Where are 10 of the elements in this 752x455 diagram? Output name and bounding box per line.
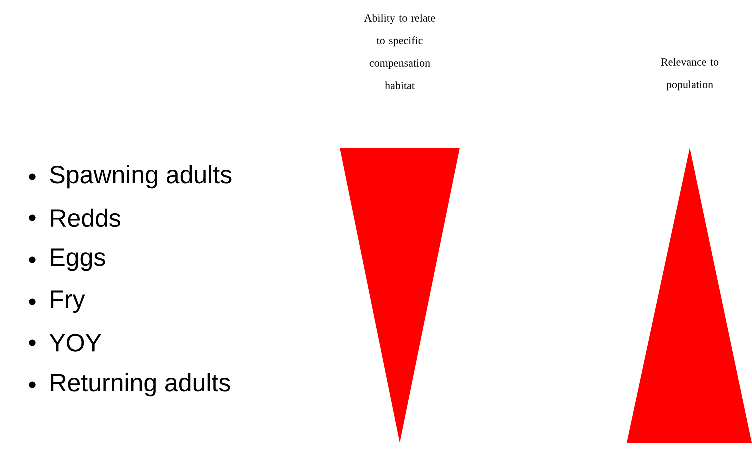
list-item: Fry [51, 290, 86, 314]
list-item: Eggs [51, 248, 106, 272]
list-item: Returning adults [51, 373, 230, 397]
triangle [627, 148, 752, 443]
list-item: YOY [50, 334, 102, 352]
triangle [340, 148, 460, 443]
list-item: Spawning adults [50, 165, 232, 189]
heading: Relevance to population [661, 58, 719, 91]
heading: Ability to relate to specific compensation habitat [364, 14, 436, 90]
list-item: Redds [51, 208, 121, 228]
